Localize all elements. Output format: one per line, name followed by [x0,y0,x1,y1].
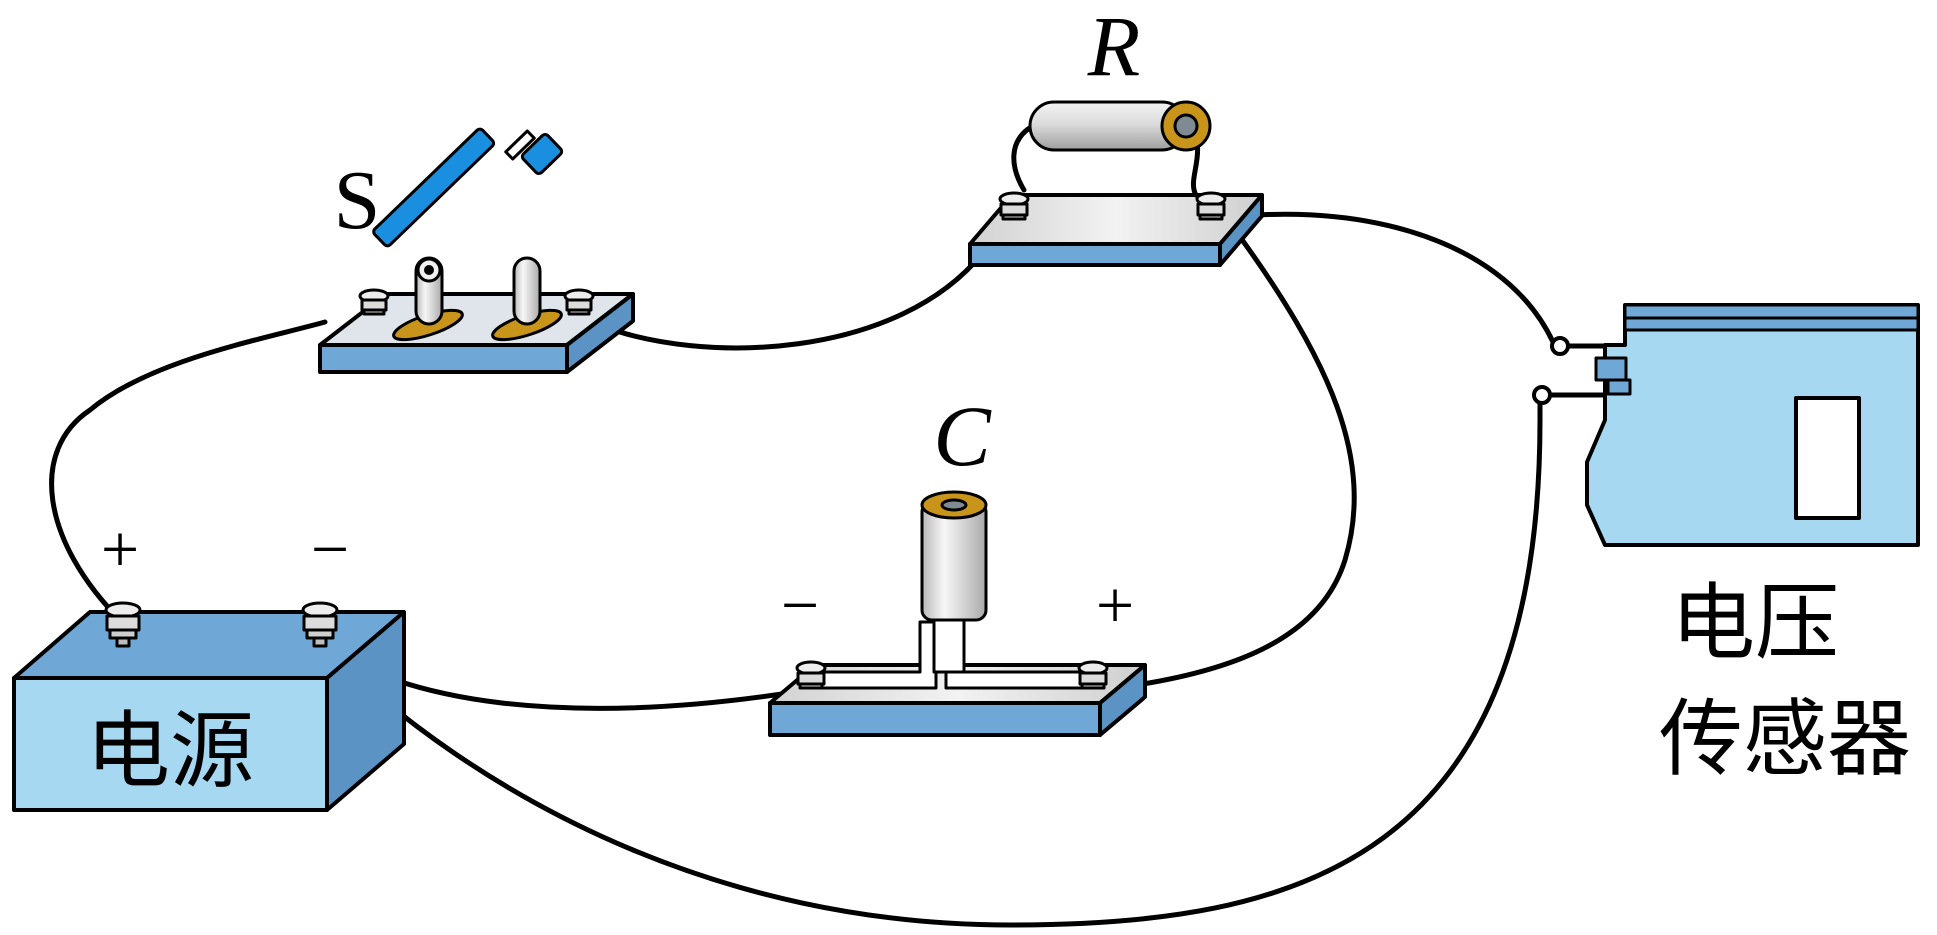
capacitor-assembly: C − + [768,388,1147,737]
resistor-right-terminal [1195,191,1227,221]
battery-front-face [12,676,329,812]
switch-base-front [318,343,569,374]
battery-plus-label: + [101,511,139,587]
capacitor-legs [806,620,938,690]
capacitor-plus-label: + [1096,567,1134,643]
resistor-assembly: R [968,0,1264,267]
sensor-top-strip-1 [1623,303,1920,320]
switch-assembly: S [318,127,635,374]
capacitor-minus-label: − [781,567,819,643]
sensor-name-line2: 传感器 [1659,690,1911,788]
battery-plus-terminal [104,601,142,648]
sensor-display [1794,396,1861,520]
battery-assembly: + − 电源 [12,511,406,812]
switch-right-terminal [563,288,595,316]
wires [49,211,1618,928]
capacitor-label: C [933,388,992,484]
wire-switch-to-resistor [597,247,988,351]
wire-resistor-to-capacitor-plus [1097,227,1357,693]
sensor-name-line1: 电压 [1671,574,1839,672]
resistor-label: R [1087,0,1141,94]
battery-name-label: 电源 [86,702,254,800]
wire-battery-plus-to-switch [49,319,328,625]
wire-resistor-to-sensor-top [1207,211,1556,345]
resistor-left-terminal [998,191,1030,221]
battery-minus-label: − [311,511,349,587]
sensor-input-terminal-top [1550,336,1570,356]
capacitor-right-terminal [1077,660,1109,690]
sensor-connector-bottom [1606,378,1632,396]
resistor-left-lead [1011,121,1039,193]
capacitor-base-front [768,701,1102,737]
switch-base-side [565,292,635,374]
capacitor-left-terminal [795,660,827,690]
switch-label: S [334,154,381,247]
voltage-sensor-assembly: 电压 传感器 [1532,303,1920,788]
resistor-base-front [968,242,1222,267]
capacitor-body [920,490,988,622]
wire-battery-minus-to-sensor-bottom [317,395,1543,928]
sensor-top-strip-2 [1623,316,1920,332]
switch-left-terminal [358,288,390,316]
sensor-body [1585,303,1920,547]
resistor-body [1028,100,1212,152]
switch-blade [372,127,564,283]
resistor-base-side [1218,193,1264,267]
battery-minus-terminal [301,601,339,648]
sensor-connector-top [1594,356,1628,382]
switch-contact-post [512,256,542,326]
sensor-input-terminal-bottom [1532,385,1552,405]
capacitor-base-side [1098,663,1147,737]
